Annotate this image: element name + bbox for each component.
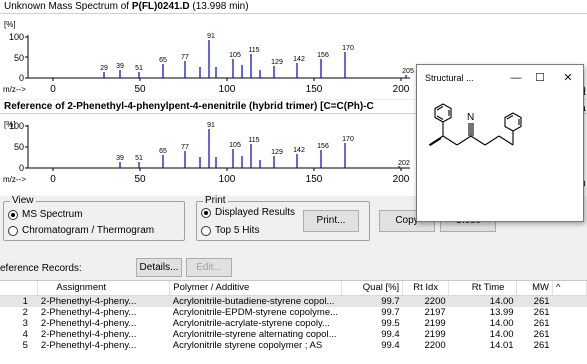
spectrum-title-unknown: Unknown Mass Spectrum of P(FL)0241.D (13… — [0, 0, 587, 14]
peak-label: 170 — [342, 136, 354, 143]
x-tick-50: 50 — [134, 84, 146, 95]
table-row[interactable]: 3 2-Phenethyl-4-pheny... Acrylonitrile-a… — [22, 317, 550, 329]
x-tick-100: 100 — [219, 174, 236, 185]
y-tick-100: 100 — [9, 32, 24, 42]
edit-button[interactable]: Edit... — [186, 258, 232, 277]
peak-label: 91 — [207, 122, 215, 129]
peak-label: 65 — [159, 148, 167, 155]
reference-records-label: eference Records: — [0, 263, 82, 274]
view-legend: View — [10, 195, 36, 206]
peak-label: 39 — [116, 63, 124, 70]
peak-label: 91 — [207, 33, 215, 40]
radio-label: Displayed Results — [215, 207, 296, 218]
peak-label: 65 — [159, 57, 167, 64]
nitrogen-atom-label: N — [467, 112, 475, 123]
popup-title-bar[interactable]: Structural ... — ☐ ✕ — [417, 65, 583, 93]
mass-spectrum-reference: [%] 100 50 0 m/z--> 0 50 100 150 200 — [3, 120, 410, 185]
x-axis-label: m/z--> — [3, 175, 26, 184]
close-icon[interactable]: ✕ — [563, 72, 573, 84]
column-header-polymer[interactable]: Polymer / Additive — [169, 281, 343, 296]
y-tick-0: 0 — [19, 163, 24, 173]
x-tick-200: 200 — [393, 84, 410, 95]
maximize-icon[interactable]: ☐ — [535, 72, 545, 84]
peak-label: 51 — [135, 155, 143, 162]
y-tick-50: 50 — [14, 142, 24, 152]
peak-label: 115 — [248, 47, 259, 54]
radio-displayed-results[interactable]: Displayed Results — [201, 206, 295, 219]
x-axis-label: m/z--> — [3, 85, 26, 94]
peak-label: 115 — [248, 137, 259, 144]
peak-label: 39 — [116, 155, 124, 162]
print-button[interactable]: Print... — [303, 210, 359, 232]
radio-ms-spectrum[interactable]: MS Spectrum — [8, 208, 83, 221]
column-header-rt-time[interactable]: Rt Time — [448, 281, 518, 296]
x-tick-150: 150 — [306, 174, 323, 185]
x-tick-50: 50 — [134, 174, 146, 185]
details-button[interactable]: Details... — [136, 258, 182, 277]
table-row[interactable]: 5 2-Phenethyl-4-pheny... Acrylonitrile s… — [22, 339, 550, 351]
column-header-overflow: ^ — [552, 281, 587, 296]
view-groupbox: View MS Spectrum Chromatogram / Thermogr… — [3, 195, 185, 241]
x-tick-0: 0 — [50, 174, 56, 185]
x-tick-150: 150 — [306, 84, 323, 95]
radio-label: MS Spectrum — [22, 209, 83, 220]
y-tick-0: 0 — [19, 73, 24, 83]
reference-records-table: Assignment Polymer / Additive Qual [%] R… — [0, 280, 587, 364]
x-tick-100: 100 — [219, 84, 236, 95]
peak-label: 170 — [342, 45, 354, 52]
x-tick-0: 0 — [50, 84, 56, 95]
column-header-rt-idx[interactable]: Rt Idx — [402, 281, 450, 296]
radio-button-icon[interactable] — [201, 207, 211, 218]
table-header-row: Assignment Polymer / Additive Qual [%] R… — [0, 281, 587, 296]
table-row[interactable]: 1 2-Phenethyl-4-pheny... Acrylonitrile-b… — [0, 295, 587, 307]
radio-button-icon[interactable] — [8, 225, 18, 236]
column-header-mw[interactable]: MW — [516, 281, 554, 296]
peak-label: 51 — [135, 65, 143, 72]
print-legend: Print — [203, 195, 228, 206]
table-row[interactable]: 2 2-Phenethyl-4-pheny... Acrylonitrile-E… — [22, 306, 550, 318]
peak-label: 156 — [317, 143, 329, 150]
y-tick-100: 100 — [9, 121, 24, 131]
peak-label: 129 — [271, 59, 283, 66]
peaks-unknown — [103, 40, 407, 78]
table-row[interactable]: 4 2-Phenethyl-4-pheny... Acrylonitrile-s… — [22, 328, 550, 340]
y-unit-label: [%] — [4, 120, 16, 129]
radio-top-5-hits[interactable]: Top 5 Hits — [201, 224, 259, 237]
radio-chromatogram[interactable]: Chromatogram / Thermogram — [8, 224, 154, 237]
peak-label: 142 — [293, 56, 305, 63]
minimize-icon[interactable]: — — [510, 72, 522, 84]
x-tick-200: 200 — [393, 174, 410, 185]
y-unit-label: [%] — [4, 20, 16, 29]
peak-label: 129 — [271, 149, 283, 156]
peak-label: 156 — [317, 52, 329, 59]
peaks-reference — [119, 129, 400, 168]
column-header-index[interactable] — [0, 281, 39, 296]
peak-label: 105 — [229, 142, 241, 149]
spectrum-panel-unknown: Unknown Mass Spectrum of P(FL)0241.D (13… — [0, 0, 587, 99]
popup-title: Structural ... — [425, 73, 474, 83]
peak-label: 77 — [181, 54, 189, 61]
peak-label: 29 — [100, 65, 108, 72]
column-header-qual[interactable]: Qual [%] — [341, 281, 404, 296]
peak-label: 142 — [293, 147, 305, 154]
radio-button-icon[interactable] — [201, 225, 211, 236]
peak-label: 205 — [402, 68, 414, 75]
peak-label: 202 — [398, 160, 410, 167]
peak-label: 105 — [229, 52, 241, 59]
radio-label: Top 5 Hits — [215, 225, 260, 236]
structure-popup-window[interactable]: Structural ... — ☐ ✕ N — [416, 64, 584, 222]
mass-spectrum-unknown: [%] 100 50 0 m/z--> 0 50 100 150 200 — [3, 20, 414, 95]
molecule-structure-drawing — [428, 103, 522, 146]
peak-label: 77 — [181, 144, 189, 151]
print-groupbox: Print Displayed Results Top 5 Hits Print… — [196, 195, 370, 241]
y-tick-50: 50 — [14, 53, 24, 63]
radio-label: Chromatogram / Thermogram — [22, 225, 155, 236]
radio-button-icon[interactable] — [8, 209, 18, 220]
column-header-assignment[interactable]: Assignment — [37, 281, 171, 296]
